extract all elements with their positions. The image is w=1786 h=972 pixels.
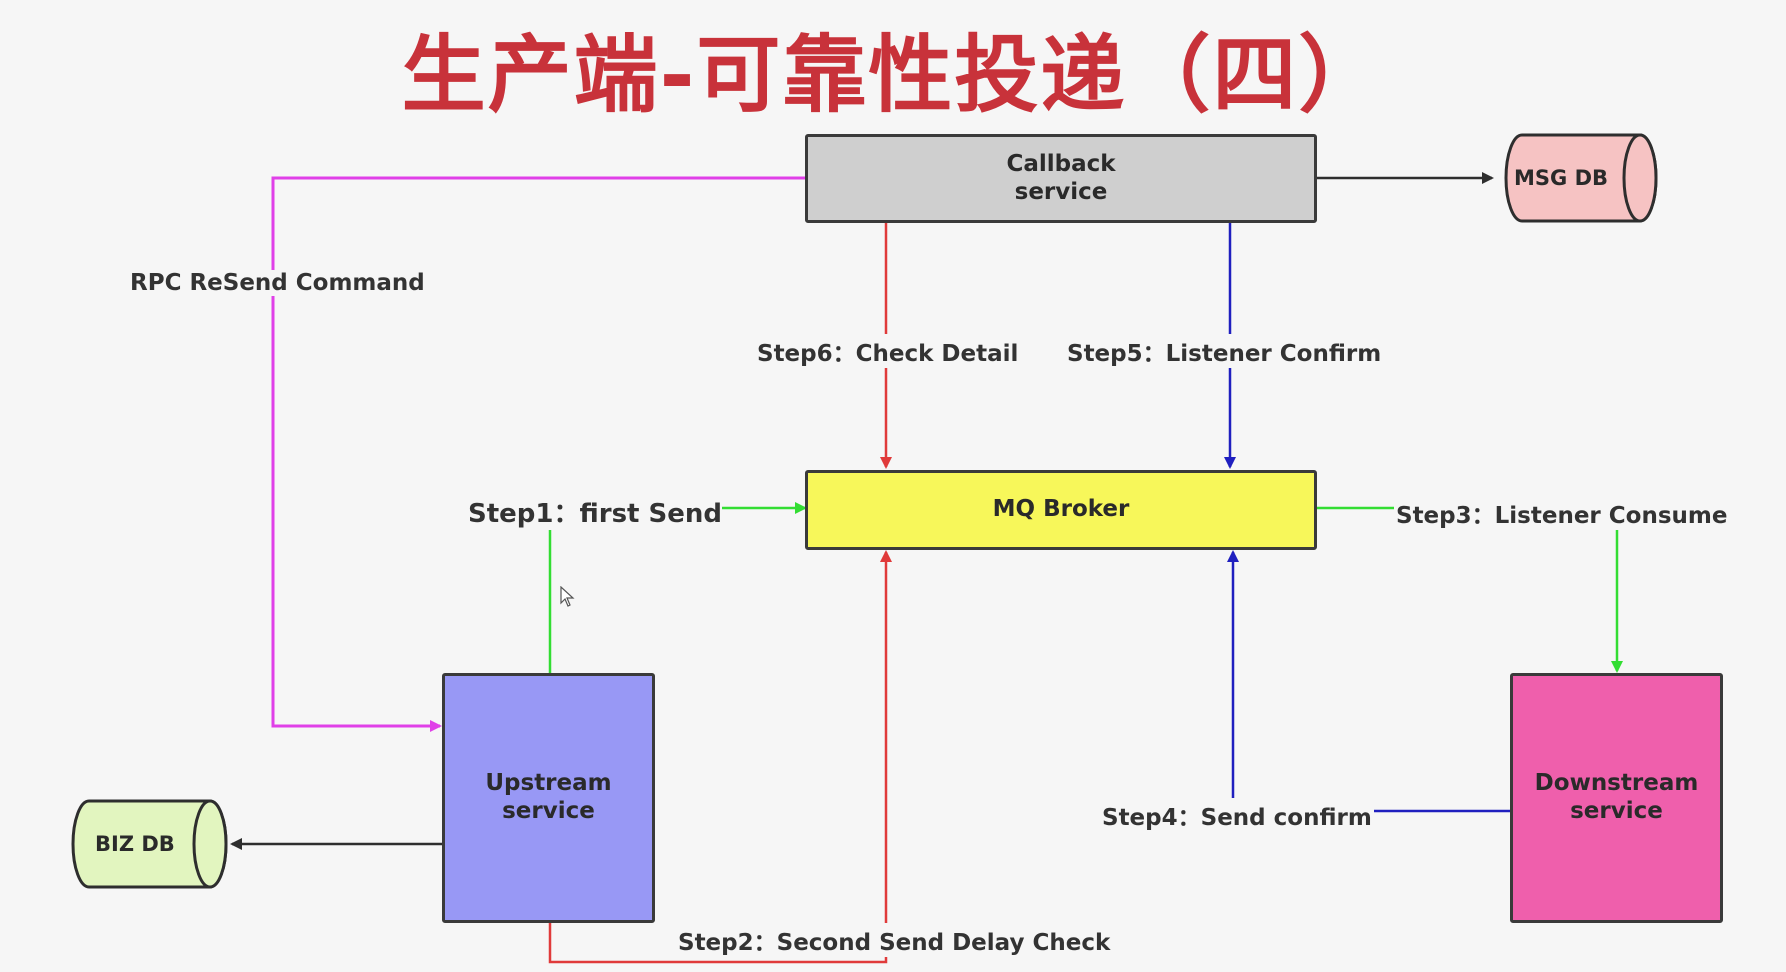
mq-broker-node: MQ Broker (805, 470, 1317, 550)
edge-step1-first-send (548, 502, 807, 673)
msg-db-cylinder (1504, 133, 1658, 223)
mouse-cursor-icon (560, 586, 575, 607)
step5-label: Step5：Listener Confirm (1065, 334, 1384, 368)
rpc-resend-label: RPC ReSend Command (130, 270, 425, 296)
edge-step4-send-confirm (1227, 550, 1512, 813)
step1-label: Step1：first Send (468, 493, 723, 530)
step2-label: Step2：Second Send Delay Check (676, 923, 1113, 957)
edge-step2-delay-check (548, 550, 892, 964)
upstream-service-node: Upstream service (442, 673, 655, 923)
edge-rpc-resend (271, 176, 807, 732)
msg-db-label: MSG DB (1514, 166, 1609, 190)
biz-db-label: BIZ DB (95, 832, 175, 856)
biz-db-cylinder (71, 799, 228, 889)
step6-label: Step6：Check Detail (755, 334, 1021, 368)
downstream-service-node: Downstream service (1510, 673, 1723, 923)
edge-step3-listener-consume (1315, 506, 1623, 673)
callback-service-node: Callback service (805, 134, 1317, 223)
step4-label: Step4：Send confirm (1100, 798, 1374, 832)
step3-label: Step3：Listener Consume (1394, 496, 1730, 530)
page-title: 生产端-可靠性投递（四） (401, 26, 1385, 124)
